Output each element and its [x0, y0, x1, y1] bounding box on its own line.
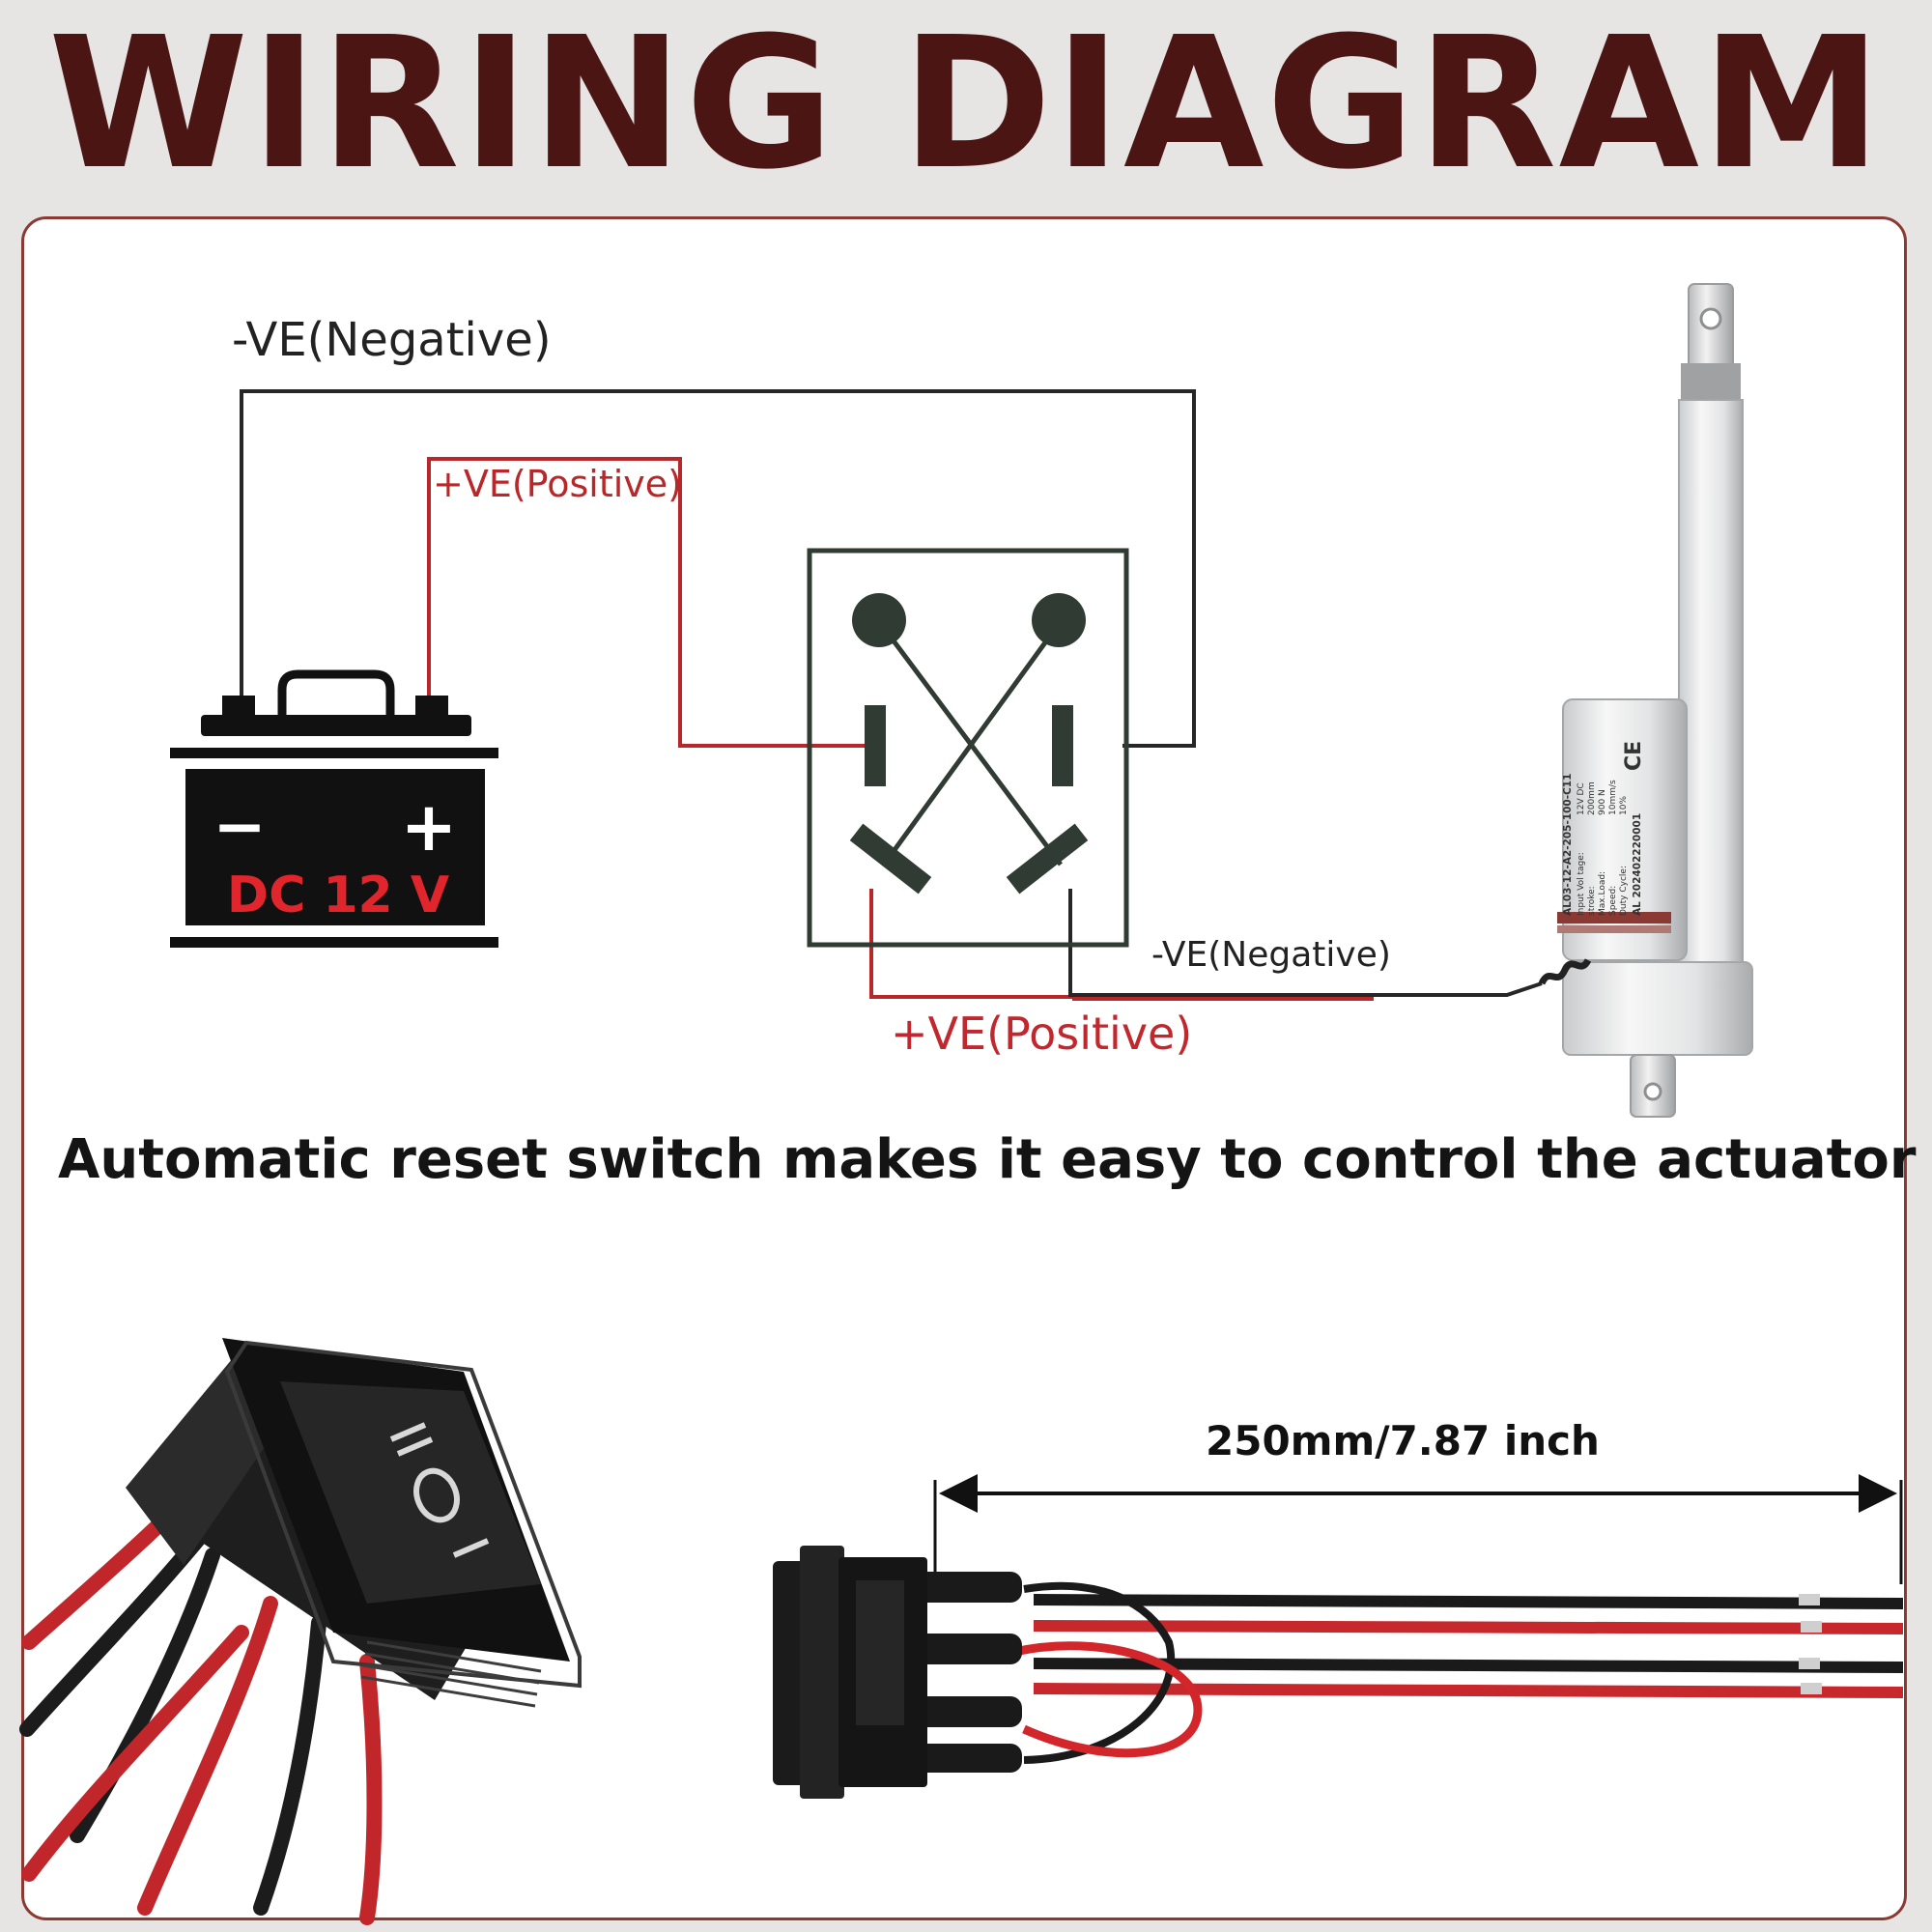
negative-wire-bottom	[1068, 889, 1543, 997]
actuator-spec-value: 900 N	[1598, 789, 1607, 815]
switch-wire-harness: 250mm/7.87 inch	[773, 1417, 1904, 1799]
actuator-model: AL03-12-A2-205-100-C11	[1562, 774, 1574, 916]
actuator-serial: AL 202402220001	[1632, 813, 1643, 916]
positive-label-bottom: +VE(Positive)	[891, 1008, 1192, 1060]
dimension-label: 250mm/7.87 inch	[1206, 1417, 1600, 1464]
negative-label-bottom: -VE(Negative)	[1151, 935, 1391, 975]
actuator-spec-value: 200mm	[1587, 781, 1597, 815]
positive-label-top: +VE(Positive)	[433, 463, 682, 505]
actuator-spec-value: 12V DC	[1577, 782, 1586, 815]
actuator-spec-value: 10mm/s	[1608, 780, 1618, 815]
actuator-spec-value: 10%	[1619, 796, 1629, 815]
switch-schematic	[807, 548, 1129, 948]
rocker-switch-closeup	[19, 1338, 582, 1925]
battery-plus-sign: +	[401, 787, 458, 867]
negative-wire-top	[240, 389, 1196, 748]
battery-voltage-label: DC 12 V	[227, 867, 449, 924]
actuator-spec-key: Input Vol tage:	[1577, 852, 1586, 916]
positive-wire-top	[427, 457, 874, 748]
battery-icon: − + DC 12 V	[170, 669, 498, 948]
actuator-spec-label: AL03-12-A2-205-100-C11 Input Vol tage: 1…	[1562, 741, 1646, 916]
linear-actuator: AL03-12-A2-205-100-C11 Input Vol tage: 1…	[1538, 283, 1753, 1118]
actuator-spec-key: Max.Load:	[1598, 871, 1607, 916]
actuator-spec-key: stroke:	[1587, 886, 1597, 916]
page-title: WIRING DIAGRAM	[47, 0, 1885, 210]
negative-label-top: -VE(Negative)	[232, 313, 552, 367]
battery-minus-sign: −	[213, 789, 266, 864]
actuator-spec-key: Duty Cycle:	[1619, 866, 1629, 916]
ce-mark: CE	[1622, 741, 1646, 771]
actuator-spec-key: Speed:	[1608, 886, 1618, 916]
caption-text: Automatic reset switch makes it easy to …	[58, 1128, 1917, 1191]
